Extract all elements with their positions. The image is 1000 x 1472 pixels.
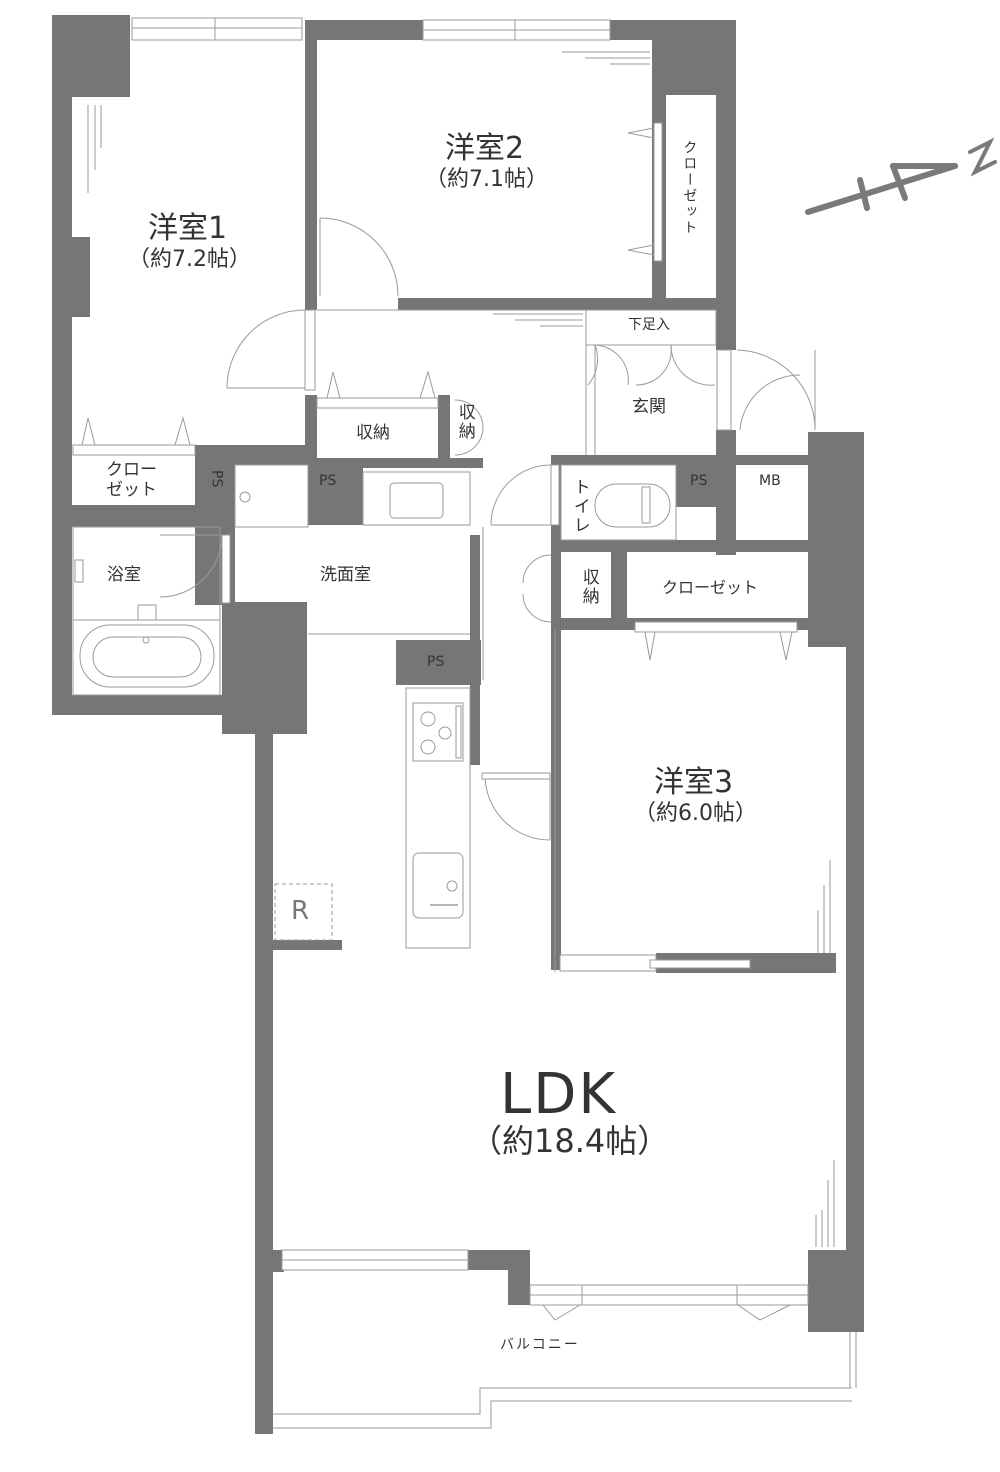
room-name-western2: 洋室2 <box>445 131 525 166</box>
label-storage-small-1: 収納 <box>454 403 475 441</box>
label-fridge: R <box>291 896 310 926</box>
label-closet-western1-line1: クロー <box>106 460 157 480</box>
label-shoe-box: 下足入 <box>628 317 670 333</box>
room-name-western3: 洋室3 <box>654 765 734 800</box>
room-name-ldk: LDK <box>500 1062 618 1127</box>
label-ps-4: PS <box>690 473 708 489</box>
label-ps-1: PS <box>208 470 225 488</box>
label-toilet: トイレ <box>569 478 590 535</box>
label-mb: MB <box>759 473 781 489</box>
north-arrow-icon <box>805 137 997 215</box>
walls <box>52 15 864 1434</box>
room-name-western1: 洋室1 <box>148 211 228 246</box>
room-size-western2: （約7.1帖） <box>425 167 548 192</box>
balcony <box>273 1304 857 1429</box>
label-closet-western2: クローゼット <box>681 140 698 236</box>
label-closet-western1-line2: ゼット <box>106 480 157 500</box>
label-ps-2: PS <box>319 473 337 489</box>
room-size-western1: （約7.2帖） <box>128 247 251 272</box>
label-ps-3: PS <box>427 654 445 670</box>
label-bathroom: 浴室 <box>107 565 141 585</box>
windows <box>131 17 809 1306</box>
label-closet-western3: クローゼット <box>662 578 759 597</box>
label-entrance: 玄関 <box>632 397 666 417</box>
label-washroom: 洗面室 <box>320 565 371 585</box>
label-storage-hall: 収納 <box>356 423 390 443</box>
label-storage-small-2: 収納 <box>578 568 599 606</box>
room-size-western3: （約6.0帖） <box>634 801 757 826</box>
partitions <box>308 309 717 972</box>
fixtures <box>72 464 677 949</box>
room-size-ldk: （約18.4帖） <box>470 1122 670 1160</box>
closet-doors <box>72 122 798 661</box>
hatch-marks <box>87 51 835 1247</box>
label-balcony: バルコニー <box>500 1337 580 1353</box>
